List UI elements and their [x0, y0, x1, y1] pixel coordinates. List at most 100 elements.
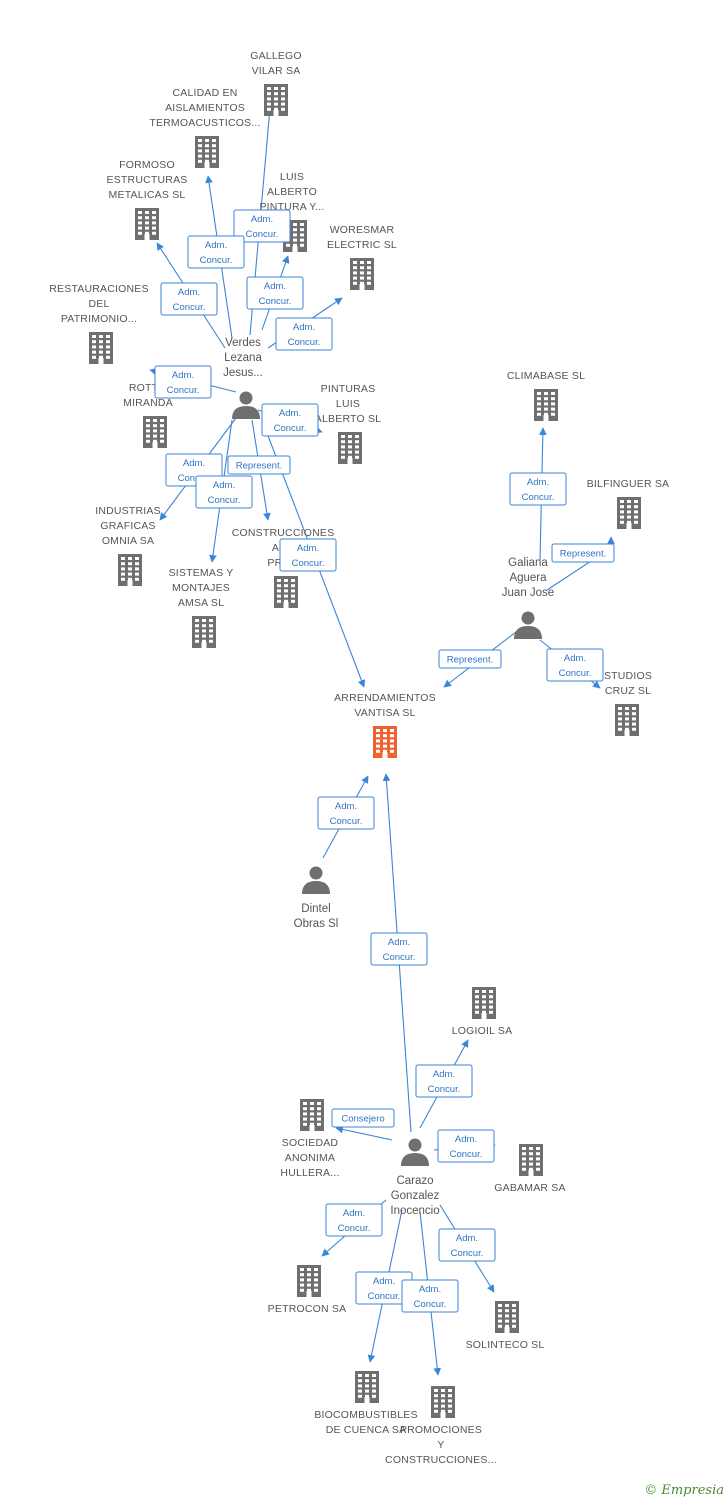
edge-label-carazo-arrendamientos[interactable]: Adm.Concur. [370, 932, 428, 966]
node-label-line: AISLAMIENTOS [165, 102, 245, 114]
node-label-line: Lezana [224, 352, 262, 364]
edge-label-text: Concur. [178, 473, 211, 484]
node-label-line: Obras Sl [294, 918, 339, 930]
node-label-line: INDUSTRIAS [95, 505, 161, 517]
edge-label-verdes-construcciones_ark[interactable]: Represent. [227, 455, 291, 475]
node-sociedad[interactable]: SOCIEDADANONIMAHULLERA... [280, 1099, 339, 1179]
edge-label-text: Adm. [433, 1069, 455, 1080]
building-icon [355, 1371, 379, 1403]
edge-label-box [551, 543, 615, 563]
node-label-line: Inocencio [390, 1205, 439, 1217]
building-icon [519, 1144, 543, 1176]
edge-label-verdes-pinturas_luis[interactable]: Adm.Concur. [261, 403, 319, 437]
node-label-line: PATRIMONIO... [61, 313, 137, 325]
edge-label-box [415, 1064, 473, 1098]
building-icon [135, 208, 159, 240]
edge-label-verdes-calidad[interactable]: Adm.Concur. [187, 235, 245, 269]
node-bilfinguer[interactable]: BILFINGUER SA [587, 478, 670, 529]
building-icon [615, 704, 639, 736]
node-label-line: LUIS [280, 171, 304, 183]
building-icon [350, 258, 374, 290]
building-icon [118, 554, 142, 586]
edge-label-text: Adm. [172, 370, 194, 381]
edge-label-text: Adm. [564, 653, 586, 664]
node-label-line: ALBERTO [267, 186, 317, 198]
edge-label-dintel-arrendamientos[interactable]: Adm.Concur. [317, 796, 375, 830]
edge-label-box [233, 209, 291, 243]
node-calidad[interactable]: CALIDAD ENAISLAMIENTOSTERMOACUSTICOS... [149, 87, 260, 168]
edge-label-verdes-arrendamientos[interactable]: Adm.Concur. [279, 538, 337, 572]
edge-label-verdes-woresmar[interactable]: Adm.Concur. [275, 317, 333, 351]
edge-label-box [227, 455, 291, 475]
person-icon [401, 1138, 429, 1166]
edge-label-text: Concur. [338, 1223, 371, 1234]
building-icon [534, 389, 558, 421]
node-label-line: CLIMABASE SL [507, 370, 585, 382]
node-label-line: ALBERTO SL [315, 413, 381, 425]
building-icon [264, 84, 288, 116]
building-icon [472, 987, 496, 1019]
person-icon [514, 611, 542, 639]
edge-label-text: Adm. [205, 240, 227, 251]
edge-label-text: Concur. [208, 495, 241, 506]
node-label-line: Aguera [509, 572, 547, 584]
edge-label-box [401, 1279, 459, 1313]
edge-label-text: Adm. [183, 458, 205, 469]
node-promociones[interactable]: PROMOCIONESYCONSTRUCCIONES... [385, 1386, 497, 1466]
node-label-line: SOLINTECO SL [466, 1339, 545, 1351]
edge-label-carazo-promociones[interactable]: Adm.Concur. [401, 1279, 459, 1313]
edge-label-carazo-gabamar[interactable]: Adm.Concur. [437, 1129, 495, 1163]
edge-label-verdes-rottm[interactable]: Adm.Concur. [154, 365, 212, 399]
edge-label-verdes-formoso[interactable]: Adm.Concur. [160, 282, 218, 316]
edge-label-galiana-studios[interactable]: Adm.Concur. [546, 648, 604, 682]
edge-label-text: Adm. [343, 1208, 365, 1219]
brand-logo-text[interactable]: Empresia [661, 1483, 724, 1498]
node-label-line: ANONIMA [285, 1152, 335, 1164]
edge-label-carazo-petrocon[interactable]: Adm. Concur. [325, 1203, 383, 1237]
edge-label-carazo-solinteco[interactable]: Adm.Concur. [438, 1228, 496, 1262]
node-gabamar[interactable]: GABAMAR SA [494, 1144, 566, 1194]
building-icon [373, 726, 397, 758]
node-label-line: SISTEMAS Y [169, 567, 234, 579]
edge-label-galiana-arrendamientos[interactable]: Represent. [438, 649, 502, 669]
node-solinteco[interactable]: SOLINTECO SL [466, 1301, 545, 1351]
edge-label-verdes-gallego[interactable]: Adm.Concur. [233, 209, 291, 243]
edge-label-galiana-bilfinguer[interactable]: Represent. [551, 543, 615, 563]
edge-label-carazo-logioil[interactable]: Adm.Concur. [415, 1064, 473, 1098]
node-label-line: Verdes [225, 337, 261, 349]
edge-label-galiana-climabase[interactable]: Adm.Concur. [509, 472, 567, 506]
node-logioil[interactable]: LOGIOIL SA [452, 987, 513, 1037]
edge-label-text: Adm. [264, 281, 286, 292]
node-climabase[interactable]: CLIMABASE SL [507, 370, 585, 421]
node-label-line: LUIS [336, 398, 360, 410]
edge-label-carazo-sociedad[interactable]: Consejero [331, 1108, 395, 1128]
edge-label-verdes-luis_pintura[interactable]: Adm.Concur. [246, 276, 304, 310]
node-petrocon[interactable]: PETROCON SA [268, 1265, 347, 1315]
edge-label-verdes-sistemas[interactable]: Adm. Concur. [195, 475, 253, 509]
edge-label-box [331, 1108, 395, 1128]
edge-label-text: Represent. [560, 549, 606, 560]
edge-label-box [438, 1228, 496, 1262]
node-label-line: MONTAJES [172, 582, 230, 594]
edge-label-text: Adm. [213, 480, 235, 491]
copyright-symbol: © [644, 1483, 658, 1498]
node-label-line: BILFINGUER SA [587, 478, 670, 490]
node-restauraciones[interactable]: RESTAURACIONESDELPATRIMONIO... [49, 283, 149, 364]
edge-label-text: Concur. [246, 229, 279, 240]
node-label-line: STUDIOS [604, 670, 652, 682]
node-label-line: ELECTRIC SL [327, 239, 397, 251]
node-verdes[interactable]: VerdesLezanaJesus... [223, 337, 263, 419]
building-icon [431, 1386, 455, 1418]
